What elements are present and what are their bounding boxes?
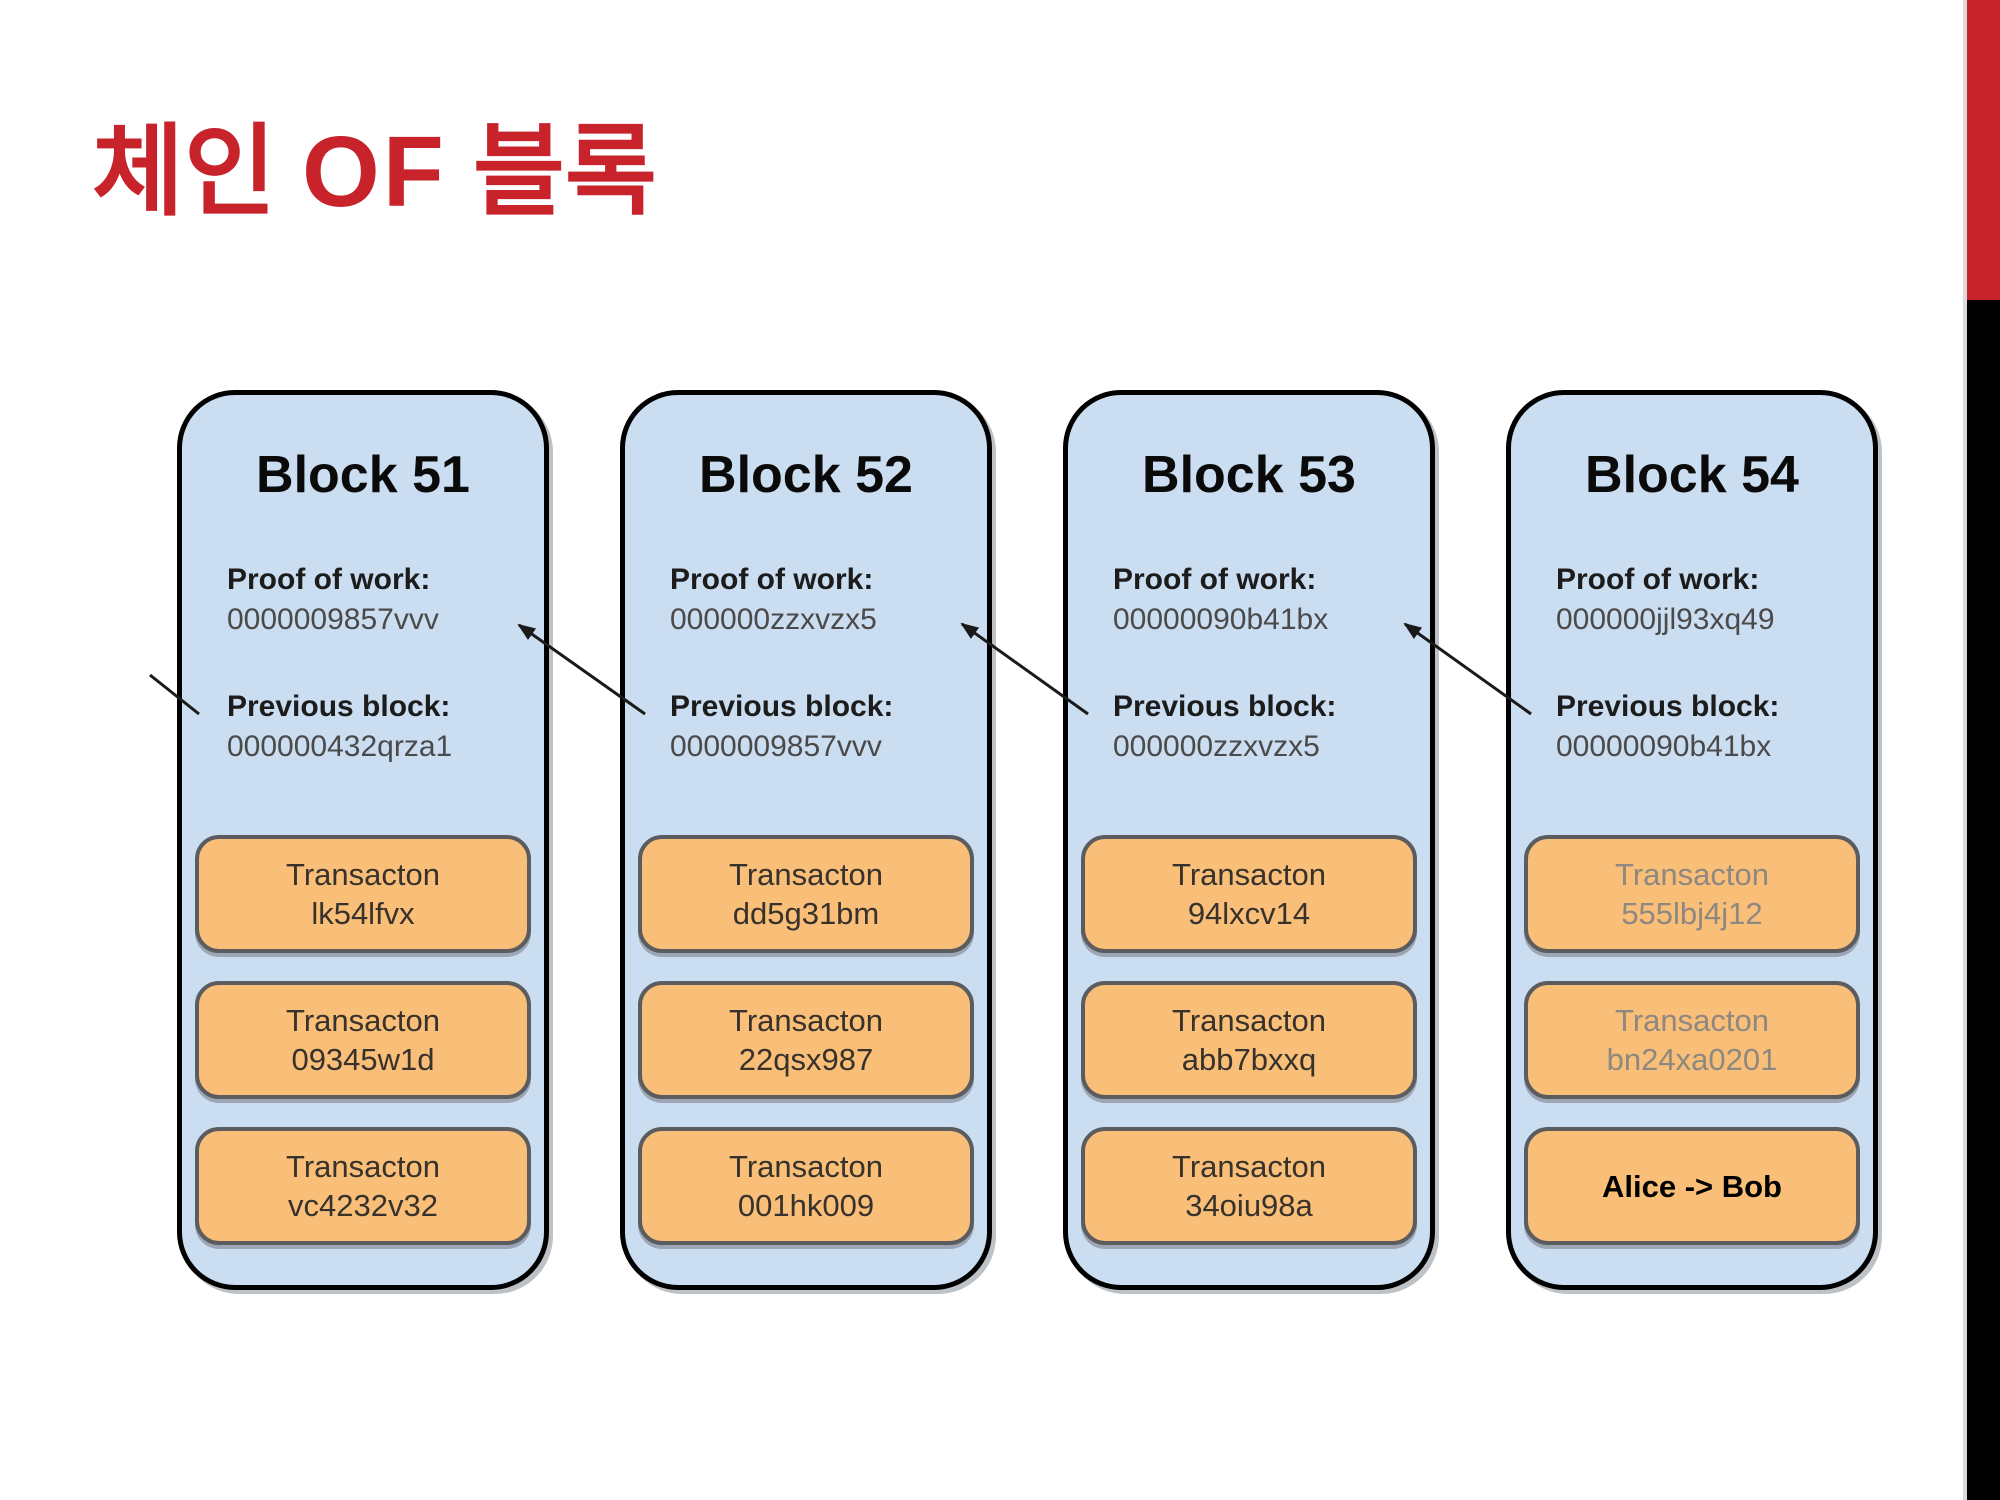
transaction-label: Alice -> Bob bbox=[1601, 1168, 1782, 1204]
transaction-box: Transacton 34oiu98a bbox=[1081, 1127, 1417, 1245]
transaction-box: Transacton dd5g31bm bbox=[638, 835, 974, 953]
transaction-label: Transacton bbox=[1615, 1003, 1769, 1038]
transaction-label: Transacton bbox=[729, 857, 883, 892]
transaction-box: Transacton bn24xa0201 bbox=[1524, 981, 1860, 1099]
transaction-label: Transacton bbox=[1172, 1003, 1326, 1038]
edge-divider-line bbox=[1963, 0, 1967, 1500]
transaction-id: vc4232v32 bbox=[288, 1188, 438, 1223]
transaction-id: abb7bxxq bbox=[1181, 1042, 1317, 1077]
transaction-label: Transacton bbox=[729, 1149, 883, 1184]
transaction-label: Transacton bbox=[1615, 857, 1769, 892]
transaction-label: Transacton bbox=[1172, 1149, 1326, 1184]
transaction-box: Transacton vc4232v32 bbox=[195, 1127, 531, 1245]
transaction-box: Transacton 001hk009 bbox=[638, 1127, 974, 1245]
pow-label: Proof of work: bbox=[670, 563, 874, 596]
block-title: Block 52 bbox=[699, 446, 913, 504]
transaction-box: Alice -> Bob bbox=[1524, 1127, 1860, 1245]
title-emphasis: OF bbox=[302, 116, 447, 228]
prev-value: 00000090b41bx bbox=[1556, 730, 1772, 763]
transaction-box: Transacton 94lxcv14 bbox=[1081, 835, 1417, 953]
pow-value: 0000009857vvv bbox=[227, 603, 439, 636]
pow-label: Proof of work: bbox=[227, 563, 431, 596]
transaction-label: Transacton bbox=[729, 1003, 883, 1038]
title-suffix: 블록 bbox=[472, 116, 657, 228]
red-accent-bar bbox=[1967, 0, 2000, 300]
black-accent-bar bbox=[1967, 300, 2000, 1500]
pow-label: Proof of work: bbox=[1113, 563, 1317, 596]
block-title: Block 51 bbox=[256, 446, 470, 504]
transaction-box: Transacton abb7bxxq bbox=[1081, 981, 1417, 1099]
prev-value: 0000009857vvv bbox=[670, 730, 882, 763]
transaction-id: lk54lfvx bbox=[311, 896, 415, 931]
prev-label: Previous block: bbox=[670, 690, 894, 723]
transaction-id: dd5g31bm bbox=[732, 896, 880, 931]
prev-value: 000000zzxvzx5 bbox=[1113, 730, 1320, 763]
block-card-52: Block 52 Proof of work: 000000zzxvzx5 Pr… bbox=[620, 390, 992, 1290]
transaction-id: 34oiu98a bbox=[1185, 1188, 1313, 1223]
transaction-id: 94lxcv14 bbox=[1187, 896, 1311, 931]
block-card-51: Block 51 Proof of work: 0000009857vvv Pr… bbox=[177, 390, 549, 1290]
transaction-box: Transacton 555lbj4j12 bbox=[1524, 835, 1860, 953]
transaction-id: 555lbj4j12 bbox=[1621, 896, 1763, 931]
transaction-id: 09345w1d bbox=[291, 1042, 435, 1077]
transaction-box: Transacton 22qsx987 bbox=[638, 981, 974, 1099]
block-title: Block 54 bbox=[1585, 446, 1799, 504]
block-card-53: Block 53 Proof of work: 00000090b41bx Pr… bbox=[1063, 390, 1435, 1290]
transaction-id: 001hk009 bbox=[737, 1188, 875, 1223]
block-card-54: Block 54 Proof of work: 000000jjl93xq49 … bbox=[1506, 390, 1878, 1290]
title-prefix: 체인 bbox=[92, 116, 276, 228]
prev-value: 000000432qrza1 bbox=[227, 730, 453, 763]
transaction-id: 22qsx987 bbox=[738, 1042, 874, 1077]
prev-label: Previous block: bbox=[1113, 690, 1337, 723]
pow-value: 000000jjl93xq49 bbox=[1556, 603, 1775, 636]
transaction-box: Transacton lk54lfvx bbox=[195, 835, 531, 953]
prev-label: Previous block: bbox=[227, 690, 451, 723]
pow-value: 00000090b41bx bbox=[1113, 603, 1329, 636]
block-title: Block 53 bbox=[1142, 446, 1356, 504]
transaction-id: bn24xa0201 bbox=[1606, 1042, 1778, 1077]
pow-label: Proof of work: bbox=[1556, 563, 1760, 596]
prev-label: Previous block: bbox=[1556, 690, 1780, 723]
pow-value: 000000zzxvzx5 bbox=[670, 603, 877, 636]
transaction-label: Transacton bbox=[1172, 857, 1326, 892]
transaction-box: Transacton 09345w1d bbox=[195, 981, 531, 1099]
transaction-label: Transacton bbox=[286, 857, 440, 892]
transaction-label: Transacton bbox=[286, 1149, 440, 1184]
transaction-label: Transacton bbox=[286, 1003, 440, 1038]
